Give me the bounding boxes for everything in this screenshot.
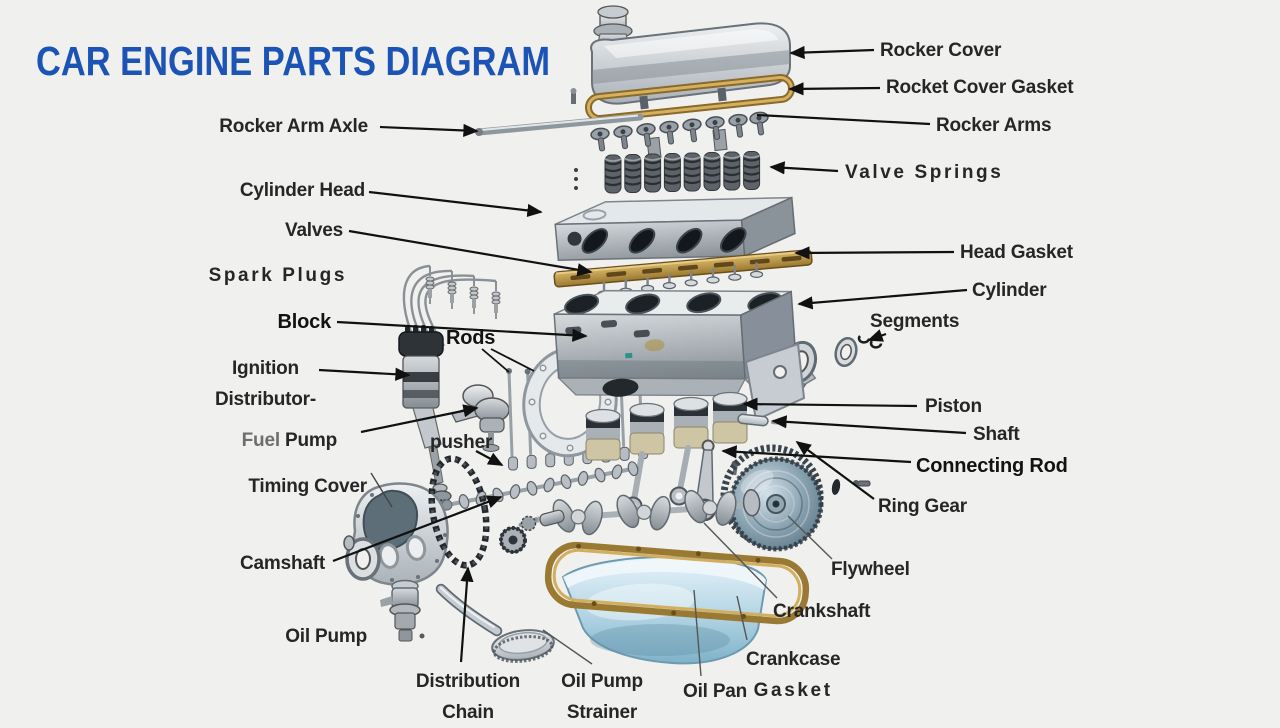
page-title: CAR ENGINE PARTS DIAGRAM (36, 38, 551, 84)
leader-crankshaft (703, 522, 778, 599)
leader-rocker-arms (756, 113, 931, 126)
label-distribution-line2: Chain (442, 702, 494, 723)
label-strainer-line1: Oil Pump (561, 671, 643, 692)
label-strainer-line2: Strainer (566, 702, 638, 723)
leader-ignition-distributor (318, 367, 411, 381)
leader-cylinder (797, 288, 968, 310)
label-rocker-arm-axle: Rocker Arm Axle (219, 116, 368, 137)
camshaft-part (441, 461, 639, 511)
crankshaft-part (518, 489, 761, 536)
label-block: Block (277, 311, 332, 333)
leader-rods-1 (481, 348, 510, 373)
leader-fuel-pump (360, 404, 479, 434)
label-valves: Valves (285, 220, 343, 241)
leader-rocker-arm-axle (379, 123, 479, 138)
leader-rocket-cover-gasket (788, 82, 881, 96)
label-fuel-pump: Fuel Pump (241, 430, 338, 452)
label-distribution-chain: Distribution Chain (405, 666, 531, 728)
seal-rings-part (343, 535, 381, 581)
leader-pusher (475, 450, 504, 466)
rocker-arms-part (589, 110, 772, 160)
leader-lines (318, 45, 968, 677)
leader-valves (348, 229, 593, 277)
leader-timing-cover (370, 472, 393, 508)
label-connecting-rod: Connecting Rod (916, 455, 1068, 477)
label-ring-gear: Ring Gear (878, 496, 967, 517)
head-gasket-part (553, 249, 813, 288)
leader-oil-pump-strainer (542, 629, 593, 665)
leader-segments (867, 329, 887, 342)
leader-camshaft (332, 495, 503, 563)
distribution-chain-part (428, 455, 490, 569)
label-distribution-line1: Distribution (415, 671, 521, 692)
fuel-pump-part (451, 384, 510, 452)
label-valve-springs: Valve Springs (845, 162, 1004, 183)
label-timing-cover: Timing Cover (248, 476, 367, 497)
label-fuel-word: Fuel (241, 430, 280, 451)
label-crankshaft: Crankshaft (773, 601, 871, 622)
label-crankcase-line2: Gasket (753, 680, 833, 701)
label-head-gasket: Head Gasket (960, 242, 1073, 263)
label-rocket-cover-gasket: Rocket Cover Gasket (886, 77, 1074, 98)
oil-pump-strainer-part (435, 583, 555, 663)
sprocket-part (499, 509, 565, 554)
leader-shaft (771, 415, 967, 435)
leader-oil-pan (693, 589, 702, 677)
label-camshaft: Camshaft (240, 553, 325, 574)
leader-valve-springs (769, 161, 839, 175)
label-pusher: pusher (430, 432, 493, 453)
leader-rocker-cover (789, 45, 875, 60)
leader-ring-gear (795, 440, 875, 500)
oil-pump-part (380, 579, 425, 642)
label-rocker-arms: Rocker Arms (936, 115, 1052, 136)
leader-head-gasket (794, 246, 955, 260)
label-ignition-distributor: Ignition Distributor- (215, 353, 316, 415)
label-ignition-line1: Ignition (231, 358, 299, 379)
cylinder-head-part (554, 196, 796, 261)
label-flywheel: Flywheel (831, 559, 910, 580)
label-oil-pump: Oil Pump (285, 626, 367, 647)
mount-brackets-part (744, 336, 858, 422)
label-cylinder: Cylinder (972, 280, 1047, 301)
valve-springs-part (574, 150, 761, 195)
label-crankcase-gasket: Crankcase Gasket (746, 644, 841, 706)
label-spark-plugs: Spark Plugs (208, 265, 347, 286)
label-segments: Segments (870, 311, 960, 332)
leader-distribution-chain (459, 566, 474, 663)
leader-flywheel (787, 515, 833, 560)
label-ignition-line2: Distributor- (214, 389, 316, 410)
label-oil-pump-strainer: Oil Pump Strainer (548, 666, 656, 728)
label-shaft: Shaft (973, 424, 1020, 445)
label-crankcase-line1: Crankcase (746, 649, 841, 670)
label-cylinder-head: Cylinder Head (239, 180, 365, 201)
label-piston: Piston (925, 396, 982, 417)
label-rods: Rods (446, 327, 496, 349)
leader-crankcase-gasket (736, 595, 748, 641)
crankcase-gasket-part (544, 541, 810, 625)
leader-rods-2 (490, 348, 535, 372)
leader-piston (742, 397, 918, 411)
label-oil-pan: Oil Pan (683, 681, 748, 702)
label-pump-word: Pump (285, 430, 337, 451)
leader-block (336, 320, 588, 342)
label-rocker-cover: Rocker Cover (880, 40, 1002, 61)
ignition-distributor-part (398, 325, 452, 511)
leader-cylinder-head (368, 190, 543, 217)
